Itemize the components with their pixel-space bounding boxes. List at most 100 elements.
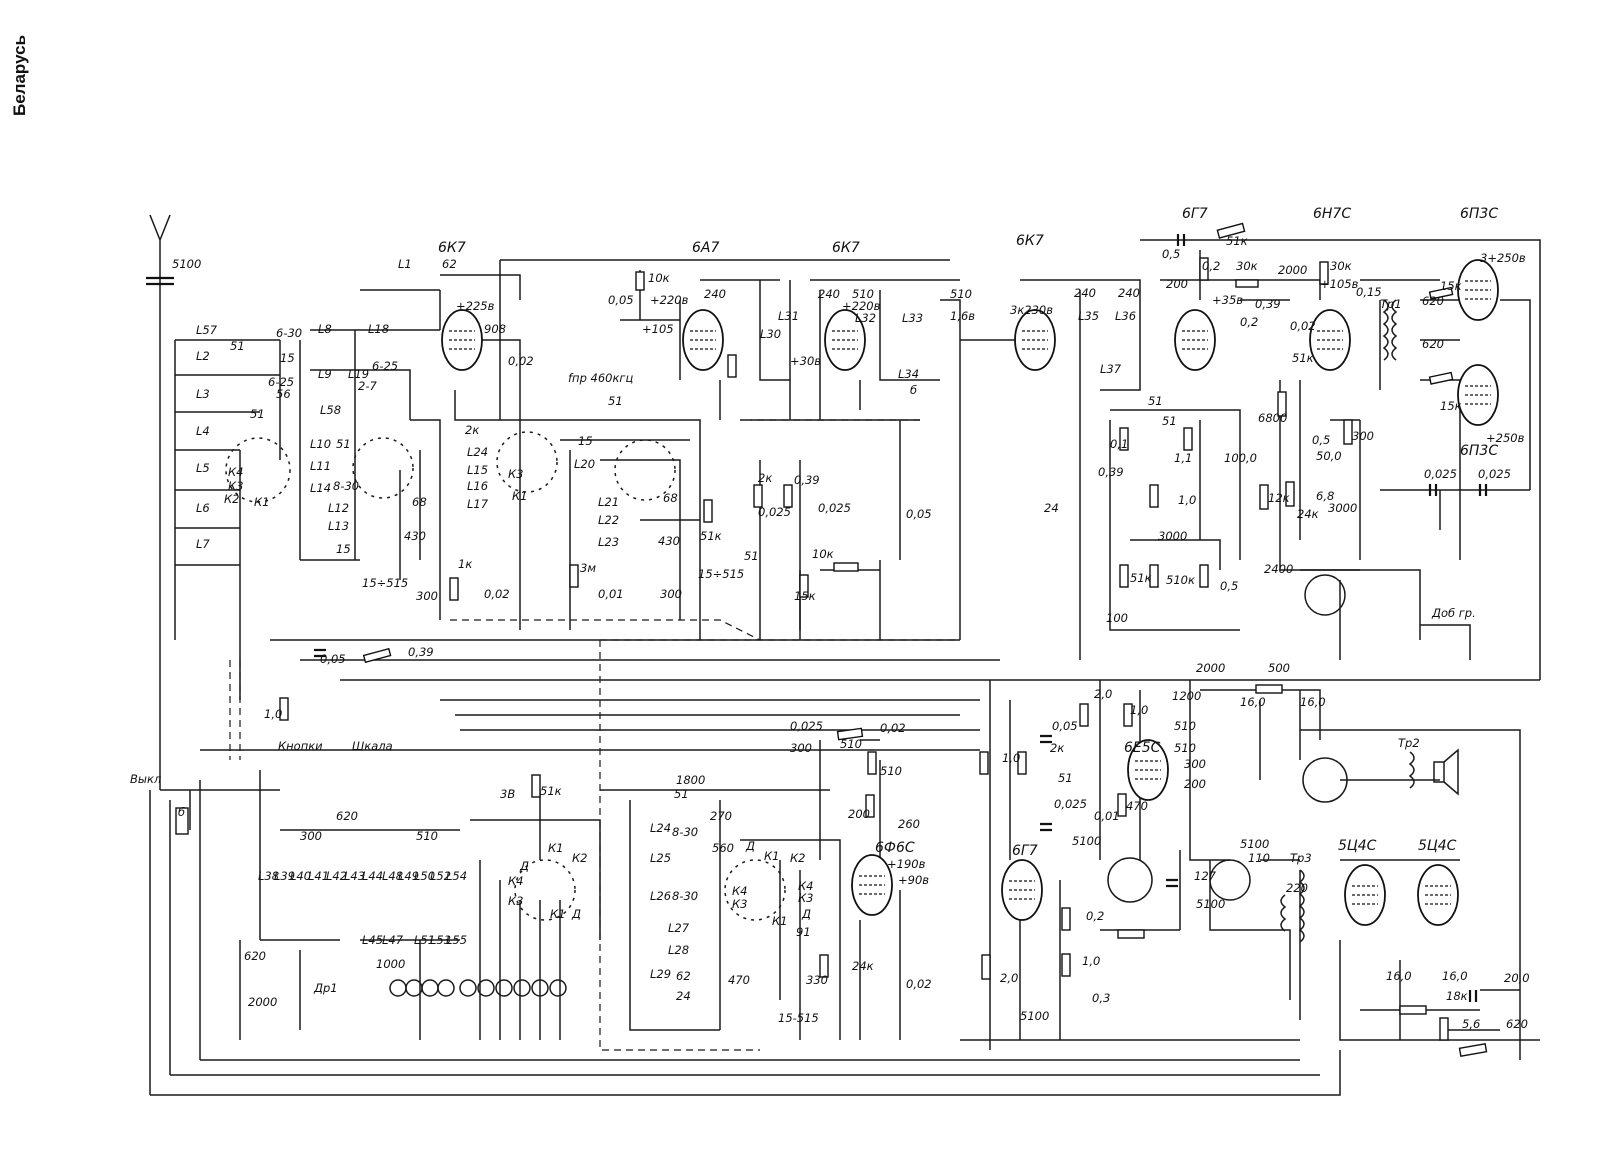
component-label: L11 — [310, 459, 331, 473]
component-label: 0,2 — [1086, 909, 1104, 923]
component-label: 0,025 — [818, 501, 851, 515]
component-label: 0,02 — [508, 354, 534, 368]
component-label: 1,0 — [1130, 703, 1148, 717]
component-label: L32 — [855, 311, 876, 325]
component-label: 0,05 — [1052, 719, 1078, 733]
component-label: L15 — [467, 463, 488, 477]
component-label: L25 — [650, 851, 671, 865]
component-label: 240 — [704, 287, 726, 301]
component-label: К1 — [550, 907, 565, 921]
component-label: 1,0 — [264, 707, 282, 721]
component-label: 2,0 — [1094, 687, 1112, 701]
component-label: Доб гр. — [1431, 606, 1476, 620]
component-label: 110 — [1248, 851, 1270, 865]
vacuum-tube-t1 — [441, 309, 483, 371]
component-label: 8-30 — [333, 479, 359, 493]
component-label: 51 — [1058, 771, 1073, 785]
component-label: 200 — [1184, 777, 1206, 791]
component-label: 908 — [484, 322, 506, 336]
component-label: 51к — [540, 784, 562, 798]
component-label: К2 — [572, 851, 587, 865]
component-label: L40 — [290, 869, 311, 883]
component-label: Д — [519, 859, 529, 873]
component-label: 68 — [412, 495, 427, 509]
component-label: Д — [745, 839, 755, 853]
component-label: 3000 — [1158, 529, 1187, 543]
component-label: К4 — [732, 884, 747, 898]
component-label: L20 — [574, 457, 595, 471]
component-label: К1 — [254, 495, 269, 509]
component-label: 16,0 — [1240, 695, 1266, 709]
component-label: 62 — [442, 257, 457, 271]
component-label: 510 — [852, 287, 874, 301]
component-label: L28 — [668, 943, 689, 957]
component-label: 15к — [1440, 279, 1462, 293]
component-label: 200 — [1166, 277, 1188, 291]
component-label: L45 — [362, 933, 383, 947]
component-label: +105 — [642, 322, 674, 336]
component-label: 1,0 — [1082, 954, 1100, 968]
component-label: 0,5 — [1312, 433, 1330, 447]
component-label: 620 — [1422, 337, 1444, 351]
component-label: 2,0 — [1000, 971, 1018, 985]
component-label: 68 — [663, 491, 678, 505]
component-label: L47 — [382, 933, 404, 947]
component-label: 2к — [758, 471, 772, 485]
component-label: L16 — [467, 479, 488, 493]
component-label: 1,0 — [1002, 751, 1020, 765]
component-label: L31 — [778, 309, 799, 323]
component-label: L49 — [398, 869, 419, 883]
component-label: 500 — [1268, 661, 1290, 675]
component-label: 0,15 — [1356, 285, 1382, 299]
vacuum-tube-t5 — [1174, 309, 1216, 371]
component-label: 0,05 — [906, 507, 932, 521]
component-label: 510 — [1174, 741, 1196, 755]
component-label: L17 — [467, 497, 489, 511]
component-label: 100 — [1106, 611, 1128, 625]
component-label: 270 — [710, 809, 732, 823]
tube-label: 6Г7 — [1182, 206, 1208, 222]
component-label: 15к — [794, 589, 816, 603]
component-label: 0,025 — [1054, 797, 1087, 811]
component-label: L43 — [344, 869, 365, 883]
component-label: К2 — [224, 492, 239, 506]
component-label: 16,0 — [1300, 695, 1326, 709]
component-label: 330 — [806, 973, 828, 987]
transformers — [1280, 299, 1415, 943]
component-label: L37 — [1100, 362, 1122, 376]
tube-label: 6К7 — [832, 240, 860, 256]
component-label: 0,39 — [408, 645, 434, 659]
component-label: К3 — [508, 467, 523, 481]
component-label: К3 — [508, 894, 523, 908]
component-label: 510 — [1174, 719, 1196, 733]
component-label: 0,5 — [1162, 247, 1180, 261]
component-label: L39 — [274, 869, 295, 883]
component-label: 0,05 — [320, 652, 346, 666]
component-label: L7 — [196, 537, 210, 551]
component-label: 6,8 — [1316, 489, 1334, 503]
component-label: L14 — [310, 481, 331, 495]
component-label: 15 — [336, 542, 351, 556]
component-label: 0,01 — [598, 587, 624, 601]
component-label: 300 — [790, 741, 812, 755]
component-label: 2000 — [1196, 661, 1225, 675]
component-label: +220в — [650, 293, 689, 307]
component-label: 1к — [458, 557, 472, 571]
tube-label: 6П3С — [1460, 206, 1498, 222]
component-label: L24 — [467, 445, 488, 459]
component-label: 12к — [1268, 491, 1290, 505]
component-label: 2000 — [1278, 263, 1307, 277]
component-label: 620 — [244, 949, 266, 963]
tube-label: 6П3С — [1460, 443, 1498, 459]
component-label: 300 — [660, 587, 682, 601]
component-label: L29 — [650, 967, 671, 981]
component-label: L2 — [196, 349, 210, 363]
component-label: 51к — [1226, 234, 1248, 248]
component-label: L18 — [368, 322, 389, 336]
component-label: 3000 — [1328, 501, 1357, 515]
component-label: 50,0 — [1316, 449, 1342, 463]
vacuum-tube-t3 — [824, 309, 866, 371]
component-label: L12 — [328, 501, 349, 515]
